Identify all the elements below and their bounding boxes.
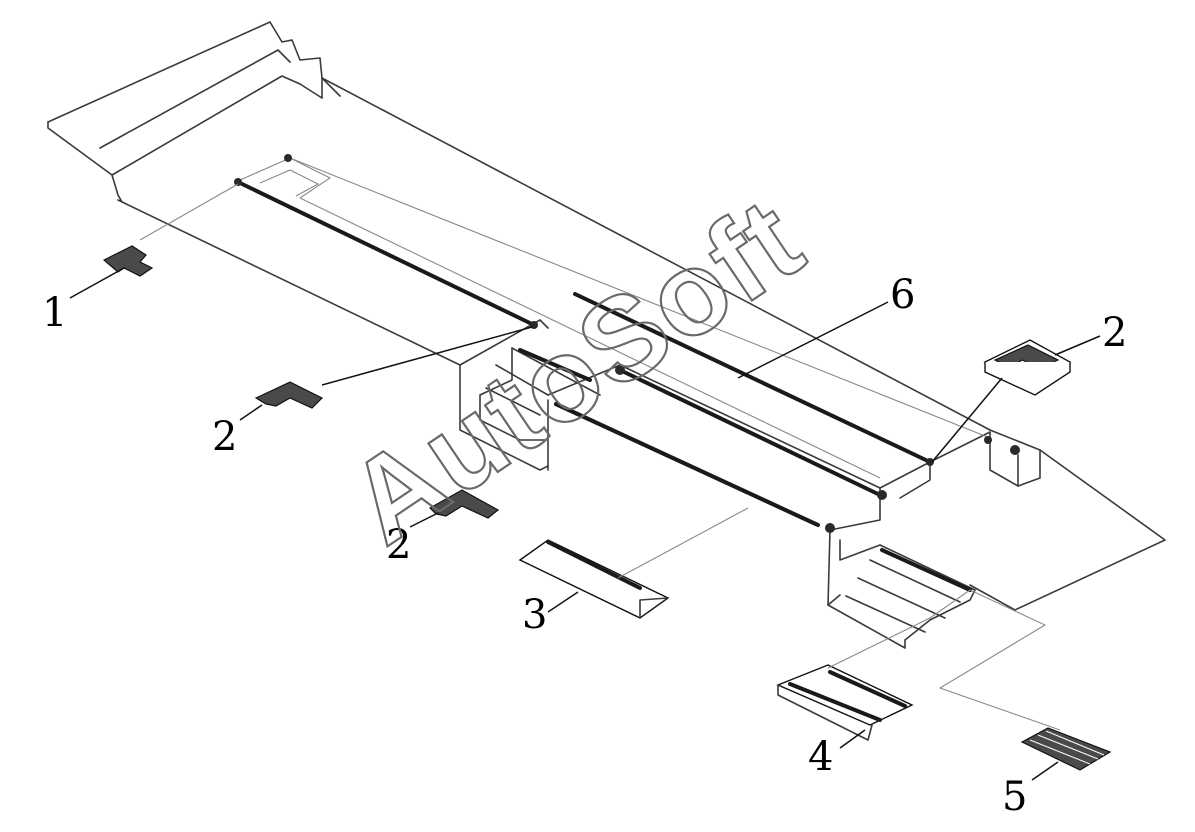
- part-1-corner-clip: [102, 245, 154, 277]
- part-5-tread-pad: [1020, 727, 1112, 771]
- part-2-corner-clip-left: [254, 381, 324, 409]
- callout-3: 3: [522, 592, 547, 638]
- trim-strips: [234, 154, 1020, 592]
- callout-5: 5: [1002, 774, 1027, 820]
- callout-2-right: 2: [1102, 310, 1127, 356]
- callout-2-left: 2: [212, 414, 237, 460]
- projection-lines: [139, 183, 1061, 731]
- floor-panel: [47, 21, 1166, 649]
- callout-4: 4: [808, 734, 833, 780]
- part-2-corner-clip-center: [429, 489, 500, 519]
- callout-labels: 1 2 2 2 3 4 5 6: [42, 272, 1127, 820]
- callout-2-center: 2: [386, 522, 411, 568]
- callout-6: 6: [890, 272, 915, 318]
- callout-1: 1: [42, 290, 67, 336]
- leader-lines: [69, 267, 1101, 781]
- part-2-corner-clip-right: [983, 339, 1072, 396]
- part-4-step-nosing: [776, 664, 914, 741]
- part-3-angle-trim: [518, 539, 670, 619]
